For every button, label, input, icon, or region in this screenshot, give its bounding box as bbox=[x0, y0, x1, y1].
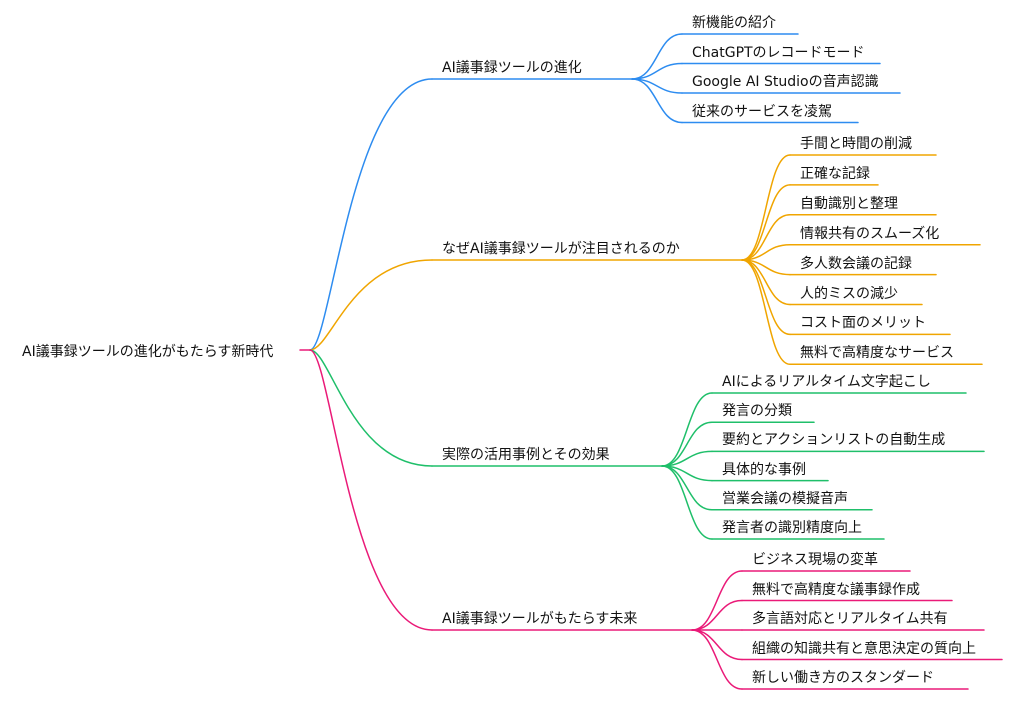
branch-topic: AI議事録ツールの進化 bbox=[442, 60, 582, 76]
leaf-connector bbox=[661, 465, 713, 540]
leaf-topic: 多言語対応とリアルタイム共有 bbox=[752, 611, 948, 627]
leaf-topic: 手間と時間の削減 bbox=[800, 136, 912, 152]
branch-connector bbox=[309, 349, 433, 631]
leaf-topic: 具体的な事例 bbox=[722, 461, 806, 478]
leaf-topic: 組織の知識共有と意思決定の質向上 bbox=[752, 640, 976, 657]
leaf-connector bbox=[691, 570, 743, 631]
leaf-topic: AIによるリアルタイム文字起こし bbox=[722, 374, 931, 390]
leaf-topic: 発言の分類 bbox=[722, 403, 792, 420]
branch-topic: AI議事録ツールがもたらす未来 bbox=[442, 611, 638, 627]
leaf-topic: 無料で高精度な議事録作成 bbox=[752, 581, 920, 598]
leaf-topic: 人的ミスの減少 bbox=[800, 285, 898, 302]
leaf-connector bbox=[631, 33, 683, 80]
leaf-topic: ChatGPTのレコードモード bbox=[692, 44, 865, 61]
leaf-connector bbox=[691, 629, 743, 661]
leaf-connector bbox=[631, 62, 683, 80]
leaf-topic: 新しい働き方のスタンダード bbox=[752, 670, 934, 686]
branch-topic: なぜAI議事録ツールが注目されるのか bbox=[442, 241, 680, 257]
leaf-topic: 多人数会議の記録 bbox=[800, 255, 912, 272]
leaf-connector bbox=[691, 599, 743, 631]
branch-topic: 実際の活用事例とその効果 bbox=[442, 447, 610, 463]
leaf-connector bbox=[741, 259, 791, 336]
branch-connector bbox=[309, 349, 433, 467]
leaf-topic: ビジネス現場の変革 bbox=[752, 552, 878, 568]
leaf-connector bbox=[661, 392, 713, 467]
leaf-topic: 営業会議の模擬音声 bbox=[722, 490, 848, 507]
leaf-topic: 無料で高精度なサービス bbox=[800, 345, 954, 362]
leaf-topic: 情報共有のスムーズ化 bbox=[800, 225, 940, 242]
leaf-connector bbox=[661, 450, 713, 467]
leaf-connector bbox=[741, 259, 791, 366]
leaf-topic: コスト面のメリット bbox=[800, 315, 926, 332]
leaf-connector bbox=[741, 154, 791, 261]
leaf-topic: 新機能の紹介 bbox=[692, 15, 776, 31]
leaf-topic: Google AI Studioの音声認識 bbox=[692, 74, 879, 90]
leaf-connector bbox=[631, 78, 683, 124]
leaf-connector bbox=[741, 184, 791, 261]
leaf-connector bbox=[741, 214, 791, 261]
leaf-connector bbox=[691, 629, 743, 690]
leaf-connector bbox=[661, 421, 713, 467]
leaf-topic: 正確な記録 bbox=[800, 165, 870, 182]
leaf-topic: 要約とアクションリストの自動生成 bbox=[722, 432, 946, 449]
branch-connector bbox=[309, 259, 433, 351]
root-topic: AI議事録ツールの進化がもたらす新時代 bbox=[22, 344, 274, 360]
leaf-topic: 自動識別と整理 bbox=[800, 195, 898, 212]
leaf-topic: 発言者の識別精度向上 bbox=[722, 520, 862, 536]
leaf-topic: 従来のサービスを凌駕 bbox=[692, 103, 832, 120]
branch-connector bbox=[309, 78, 433, 351]
